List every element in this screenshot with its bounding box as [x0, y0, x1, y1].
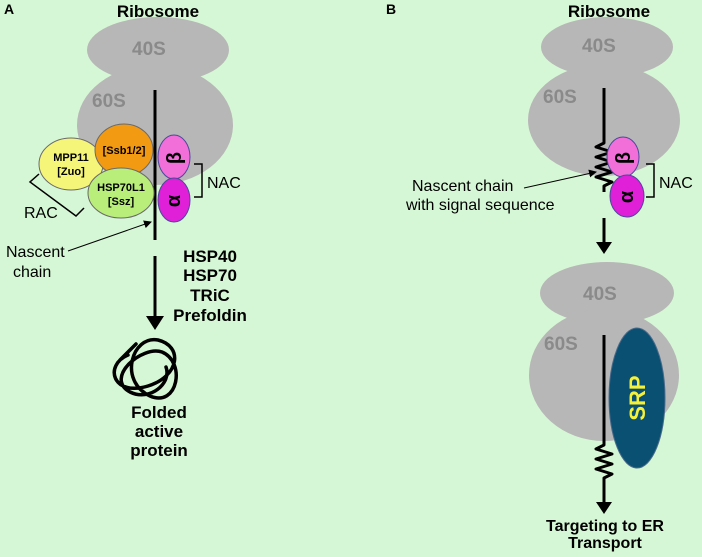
hsp70l1-ssz-ellipse	[87, 167, 155, 219]
product-line3: protein	[130, 441, 188, 460]
small-subunit-label-b: 40S	[582, 36, 616, 57]
ribosome-title-b: Ribosome	[568, 2, 650, 21]
nascent-chain-pointer-a	[67, 220, 152, 252]
nac-label-a: NAC	[207, 175, 241, 192]
large-subunit-label-b: 60S	[543, 87, 577, 108]
folded-protein-icon	[112, 338, 178, 400]
nac-alpha-label-a: α	[163, 194, 185, 207]
small-subunit-b2	[540, 262, 674, 324]
srp-label: SRP	[625, 375, 650, 420]
nascent-chain-label-a-line1: Nascent	[6, 244, 65, 261]
nac-alpha-label-b: α	[616, 190, 638, 203]
small-subunit-b	[541, 17, 673, 77]
signal-sequence-chain-b2	[594, 335, 614, 490]
panel-a-letter: A	[4, 1, 14, 17]
hsp70l1-label: HSP70L1	[97, 182, 145, 194]
chaperone-hsp40: HSP40	[183, 247, 237, 266]
outcome-line2: Transport	[568, 535, 642, 552]
srp-arrow-head	[596, 242, 612, 254]
er-arrow-head	[596, 502, 612, 514]
panel-a: A Ribosome 40S 60S MPP11 [Zuo] [Ssb1/2] …	[4, 1, 247, 460]
signal-sequence-chain-b1	[594, 88, 614, 192]
chaperone-hsp70: HSP70	[183, 266, 237, 285]
chaperone-prefoldin: Prefoldin	[173, 306, 247, 325]
nac-alpha-ellipse-b	[609, 174, 645, 218]
product-line1: Folded	[131, 403, 187, 422]
nac-beta-label-a: β	[164, 152, 186, 164]
ribosome-title-a: Ribosome	[117, 2, 199, 21]
zuo-label: [Zuo]	[57, 166, 85, 178]
nac-alpha-ellipse-a	[157, 177, 191, 223]
small-subunit-label-a: 40S	[132, 39, 166, 60]
outcome-line1: Targeting to ER	[546, 518, 664, 535]
folding-arrow-head	[146, 316, 164, 330]
large-subunit-label-b2: 60S	[544, 334, 578, 355]
small-subunit-label-b2: 40S	[583, 284, 617, 305]
nascent-chain-label-a-line2: chain	[13, 264, 51, 281]
product-line2: active	[135, 422, 183, 441]
nac-bracket-a	[194, 163, 203, 198]
panel-b: B Ribosome 40S 60S β α NAC Nascent chain…	[386, 1, 693, 552]
small-subunit-a	[87, 17, 229, 83]
chaperone-tric: TRiC	[190, 286, 230, 305]
ssz-label: [Ssz]	[108, 196, 135, 208]
nascent-chain-label-b-line2: with signal sequence	[405, 197, 555, 214]
chaperone-list: HSP40 HSP70 TRiC Prefoldin	[173, 247, 247, 325]
ssb-label: [Ssb1/2]	[103, 145, 146, 157]
nascent-chain-pointer-b	[523, 169, 597, 189]
nascent-chain-label-b-line1: Nascent chain	[412, 178, 513, 195]
rac-bracket	[28, 173, 85, 217]
nac-bracket-b	[646, 163, 655, 198]
large-subunit-label-a: 60S	[92, 91, 126, 112]
folded-protein-label: Folded active protein	[130, 403, 188, 460]
panel-b-letter: B	[386, 1, 396, 17]
srp-ellipse	[608, 327, 666, 469]
er-targeting-label: Targeting to ER Transport	[546, 518, 664, 552]
nac-label-b: NAC	[659, 175, 693, 192]
rac-label: RAC	[24, 205, 58, 222]
mpp11-label: MPP11	[53, 152, 88, 164]
nac-beta-label-b: β	[613, 152, 635, 164]
